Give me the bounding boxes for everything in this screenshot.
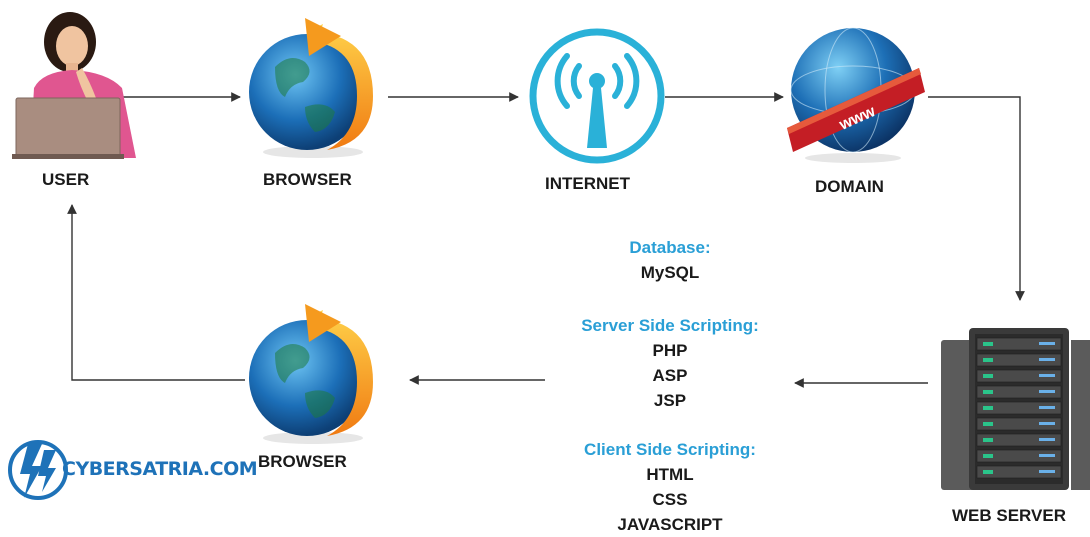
browser-globe-icon [249,18,373,158]
cybersatria-logo: CYBERSATRIA.COM [8,436,258,506]
client-side-item: JAVASCRIPT [617,515,723,534]
client-side-heading: Client Side Scripting: [584,440,756,459]
client-side-group: Client Side Scripting: HTML CSS JAVASCRI… [540,437,800,537]
logo-text: CYBERSATRIA.COM [62,458,258,480]
browser-top-node [245,12,385,162]
server-side-group: Server Side Scripting: PHP ASP JSP [540,313,800,413]
server-side-heading: Server Side Scripting: [581,316,759,335]
user-laptop-icon [12,12,136,159]
database-group: Database: MySQL [540,235,800,285]
arrow-domain-to-webserver [928,96,1025,301]
web-server-node [935,326,1090,496]
database-heading: Database: [629,238,711,257]
lightning-logo-icon [8,440,68,500]
client-side-item: CSS [652,490,688,509]
server-side-item: JSP [653,391,687,410]
user-label: USER [42,170,90,189]
browser-bottom-label: BROWSER [258,452,347,471]
www-globe-icon: www [787,27,925,163]
server-side-item: PHP [652,341,688,360]
browser-globe-icon [249,304,373,444]
domain-label: DOMAIN [815,177,884,196]
internet-label: INTERNET [545,174,630,193]
browser-bottom-node [245,298,385,448]
database-item: MySQL [640,263,700,282]
browser-top-label: BROWSER [263,170,352,189]
server-side-item: ASP [652,366,688,385]
user-node [12,8,142,160]
arrow-browser-to-user [67,204,245,381]
internet-node [527,26,667,166]
wifi-signal-icon [529,28,665,164]
web-server-label: WEB SERVER [952,506,1066,525]
server-rack-icon [941,328,1090,490]
client-side-item: HTML [646,465,694,484]
domain-node: www [785,20,930,165]
